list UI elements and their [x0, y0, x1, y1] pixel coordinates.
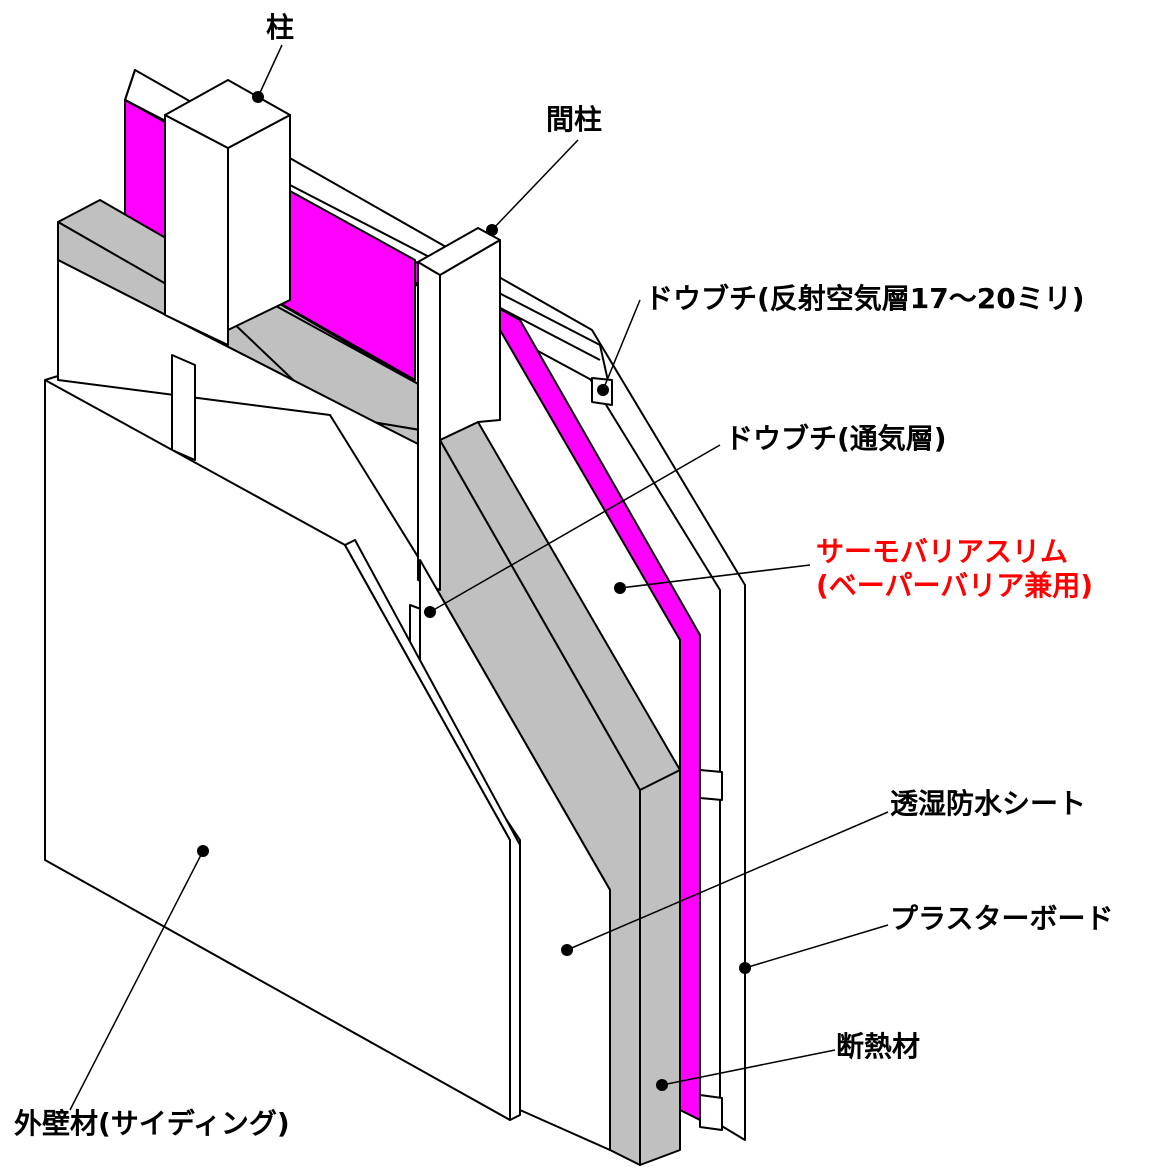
leader-plasterboard: [744, 924, 889, 969]
furring-vent-left: [171, 354, 196, 461]
dot-insulation: [656, 1079, 668, 1091]
leader-stud: [491, 139, 579, 231]
label-siding: 外壁材(サイディング): [14, 1107, 290, 1140]
label-plasterboard: プラスターボード: [890, 902, 1114, 935]
pillar-top: [164, 79, 291, 149]
dot-moisture-sheet: [561, 944, 573, 956]
stud-front: [417, 261, 441, 591]
pillar-front: [164, 114, 229, 346]
leader-moisture-sheet: [566, 811, 889, 951]
siding-edge: [344, 539, 521, 1121]
leader-pillar: [257, 44, 283, 98]
label-thermo-barrier: サーモバリアスリム: [816, 535, 1069, 568]
leader-furring-vent: [429, 444, 721, 613]
leader-siding: [69, 850, 204, 1111]
dot-barrier: [614, 582, 626, 594]
label-furring-ventilation: ドウブチ(通気層): [725, 422, 947, 455]
pillar-side: [227, 114, 291, 331]
label-thermo-barrier-sub: (ベーパーバリア兼用): [816, 569, 1094, 602]
back-wall-panel: [57, 259, 421, 561]
leader-insulation: [661, 1049, 836, 1086]
furring-lower-right: [699, 769, 723, 801]
leader-dots: [197, 91, 751, 1091]
dot-furring-reflective: [597, 384, 609, 396]
stud-top: [417, 227, 501, 276]
leader-furring-reflective: [602, 299, 641, 391]
leader-barrier: [619, 564, 811, 589]
dot-pillar: [252, 91, 264, 103]
dot-siding: [197, 845, 209, 857]
leader-lines: [69, 44, 889, 1111]
label-stud: 間柱: [546, 103, 603, 136]
dot-furring-vent: [424, 606, 436, 618]
furring-lower-bottom: [699, 1094, 723, 1131]
dot-plasterboard: [739, 962, 751, 974]
label-insulation: 断熱材: [836, 1030, 921, 1063]
label-moisture-sheet: 透湿防水シート: [890, 787, 1087, 820]
label-furring-reflective: ドウブチ(反射空気層17～20ミリ): [645, 282, 1085, 315]
dot-stud: [486, 224, 498, 236]
label-pillar: 柱: [266, 11, 295, 44]
